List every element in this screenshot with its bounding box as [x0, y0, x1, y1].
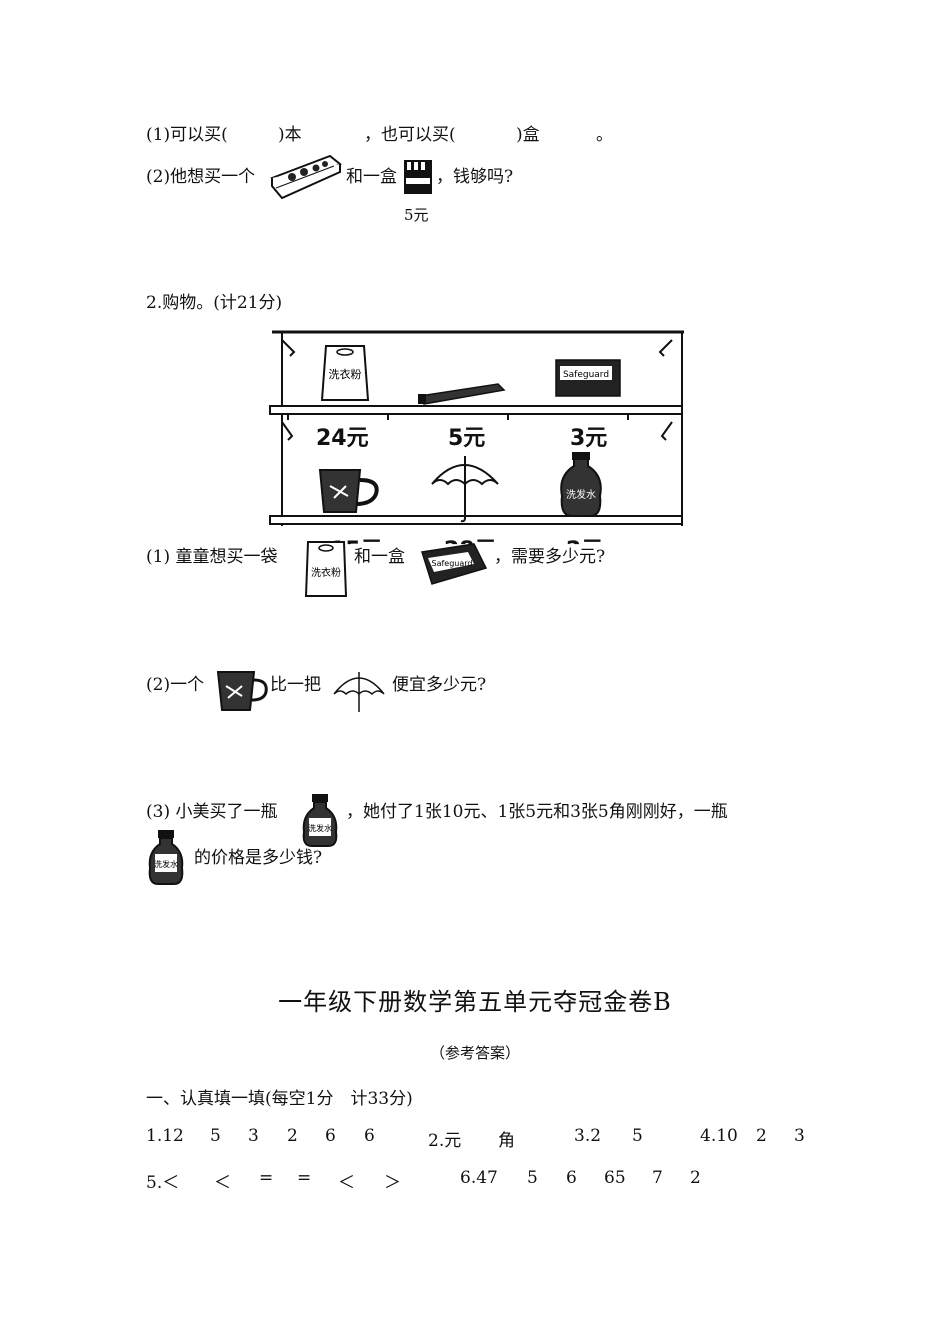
q1-line1-part4: )盒 [516, 125, 540, 145]
soap-text: Safeguard [563, 370, 609, 380]
price-bottle: 2元 [566, 538, 604, 563]
detergent-bag-icon: 洗衣粉 [304, 541, 348, 597]
price-bag: 24元 [316, 426, 369, 451]
answer-cell: 4.10 [700, 1126, 738, 1146]
answer-cell: 7 [652, 1168, 663, 1188]
answer-cell: 65 [604, 1168, 626, 1188]
svg-text:洗衣粉: 洗衣粉 [311, 566, 341, 579]
shelf-illustration: 洗衣粉 Safeguard 洗发水 [269, 330, 684, 526]
q1-line1-part3: ，也可以买( [364, 125, 456, 145]
q2-sub2-part2: 比一把 [270, 675, 321, 695]
answers-title: 一年级下册数学第五单元夺冠金卷B [278, 988, 672, 1016]
bottle-text: 洗发水 [566, 488, 596, 501]
answers-section1: 一、认真填一填(每空1分 计33分) [146, 1089, 413, 1109]
svg-text:洗发水: 洗发水 [154, 859, 178, 869]
price-umbrella: 28元 [444, 532, 497, 544]
umbrella-icon [333, 672, 385, 712]
answer-cell: 6 [566, 1168, 577, 1188]
q2-sub3-part2: ，她付了1张10元、1张5元和3张5角刚刚好，一瓶 [346, 802, 728, 822]
answer-cell: 2 [690, 1168, 701, 1188]
shampoo-bottle-icon: 洗发水 [302, 794, 338, 847]
q2-sub2-part1: (2)一个 [146, 675, 205, 695]
answer-cell: 6 [325, 1126, 336, 1146]
answer-cell: 5 [210, 1126, 221, 1146]
answer-cell: 3 [794, 1126, 805, 1146]
q1-line1-part5: 。 [596, 125, 613, 145]
answer-cell: = [297, 1168, 312, 1188]
q2-sub1-part3: ，需要多少元? [494, 547, 606, 567]
answer-cell: ＞ [384, 1173, 401, 1193]
answer-cell: 3 [248, 1126, 259, 1146]
q1-line2-part3: ，钱够吗? [436, 167, 514, 187]
answer-cell: ＜ [214, 1173, 231, 1193]
price-soap: 3元 [570, 426, 608, 451]
shampoo-bottle-icon-2: 洗发水 [148, 830, 184, 885]
answer-cell: 5 [632, 1126, 643, 1146]
svg-text:Safeguard: Safeguard [432, 559, 473, 568]
price-toothpaste: 5元 [448, 426, 486, 451]
cup-icon [216, 671, 268, 711]
answer-cell: 2 [756, 1126, 767, 1146]
price-cup: 15元 [330, 538, 383, 563]
answer-cell: 2 [287, 1126, 298, 1146]
q2-heading: 2.购物。(计21分) [146, 293, 283, 313]
answer-cell: 1.12 [146, 1126, 184, 1146]
q2-sub1-part2: 和一盒 [354, 547, 405, 567]
answer-cell: 6 [364, 1126, 375, 1146]
q1-line2-part2: 和一盒 [346, 167, 397, 187]
svg-text:洗发水: 洗发水 [308, 823, 332, 833]
q1-line1-part2: )本 [278, 125, 302, 145]
answers-subtitle: （参考答案） [429, 1044, 520, 1062]
answer-cell: 5 [527, 1168, 538, 1188]
q2-sub2-part3: 便宜多少元? [392, 675, 487, 695]
answer-cell: 2.元 [428, 1131, 462, 1151]
crayon-box-price: 5元 [404, 206, 429, 224]
q1-line2-part1: (2)他想买一个 [146, 167, 256, 187]
bag-text: 洗衣粉 [329, 367, 362, 381]
q1-line1-part1: (1)可以买( [146, 125, 228, 145]
q2-sub3-part1: (3) 小美买了一瓶 [146, 802, 278, 822]
answer-cell: ＜ [338, 1173, 355, 1193]
answer-cell: 6.47 [460, 1168, 498, 1188]
pencil-case-icon [270, 154, 342, 200]
answer-cell: 5.＜ [146, 1173, 180, 1193]
answer-cell: 3.2 [574, 1126, 602, 1146]
answer-cell: = [259, 1168, 274, 1188]
soap-box-icon: Safeguard [421, 543, 488, 585]
crayon-box-icon [404, 160, 432, 194]
answer-cell: 角 [498, 1131, 515, 1151]
q2-sub3-part3: 的价格是多少钱? [194, 848, 323, 868]
q2-sub1-part1: (1) 童童想买一袋 [146, 547, 278, 567]
